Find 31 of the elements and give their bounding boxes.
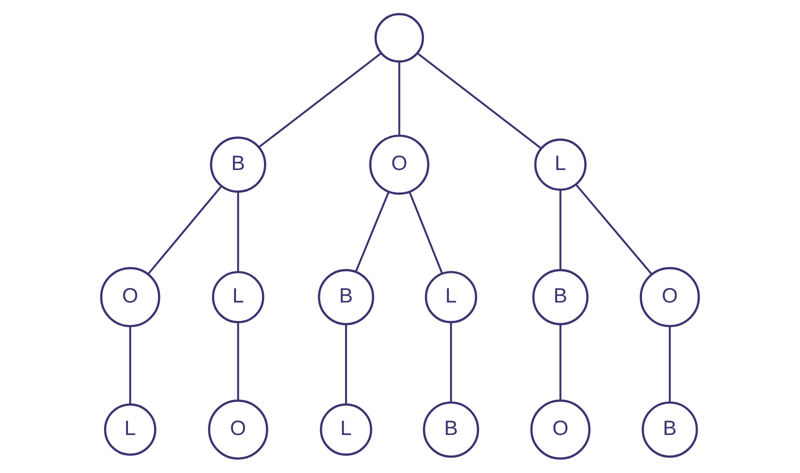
connector <box>668 326 671 402</box>
connector <box>575 184 652 275</box>
connector <box>258 52 382 148</box>
connector <box>148 186 222 274</box>
node-circle: O <box>530 400 590 460</box>
node-circle <box>374 13 424 63</box>
node-circle: B <box>642 401 698 458</box>
connector <box>408 192 443 274</box>
node-circle: L <box>320 403 372 456</box>
node-circle: O <box>208 400 268 460</box>
connector <box>450 322 452 402</box>
node-circle: L <box>212 270 264 324</box>
node-circle: B <box>532 268 589 326</box>
connector <box>355 192 390 272</box>
connector <box>417 52 542 150</box>
node-circle: B <box>318 268 374 326</box>
connector <box>559 324 562 400</box>
connector <box>559 190 562 270</box>
node-circle: O <box>100 267 160 328</box>
connector <box>129 326 132 404</box>
node-circle: L <box>534 138 587 191</box>
node-circle: L <box>104 403 156 456</box>
node-circle: L <box>424 270 478 324</box>
node-circle: O <box>640 267 700 328</box>
connector <box>345 324 347 404</box>
node-circle: B <box>210 136 266 193</box>
node-circle: B <box>422 401 480 458</box>
node-circle: O <box>369 134 430 195</box>
connector <box>398 62 400 135</box>
connector <box>237 192 240 272</box>
connector <box>237 322 240 400</box>
